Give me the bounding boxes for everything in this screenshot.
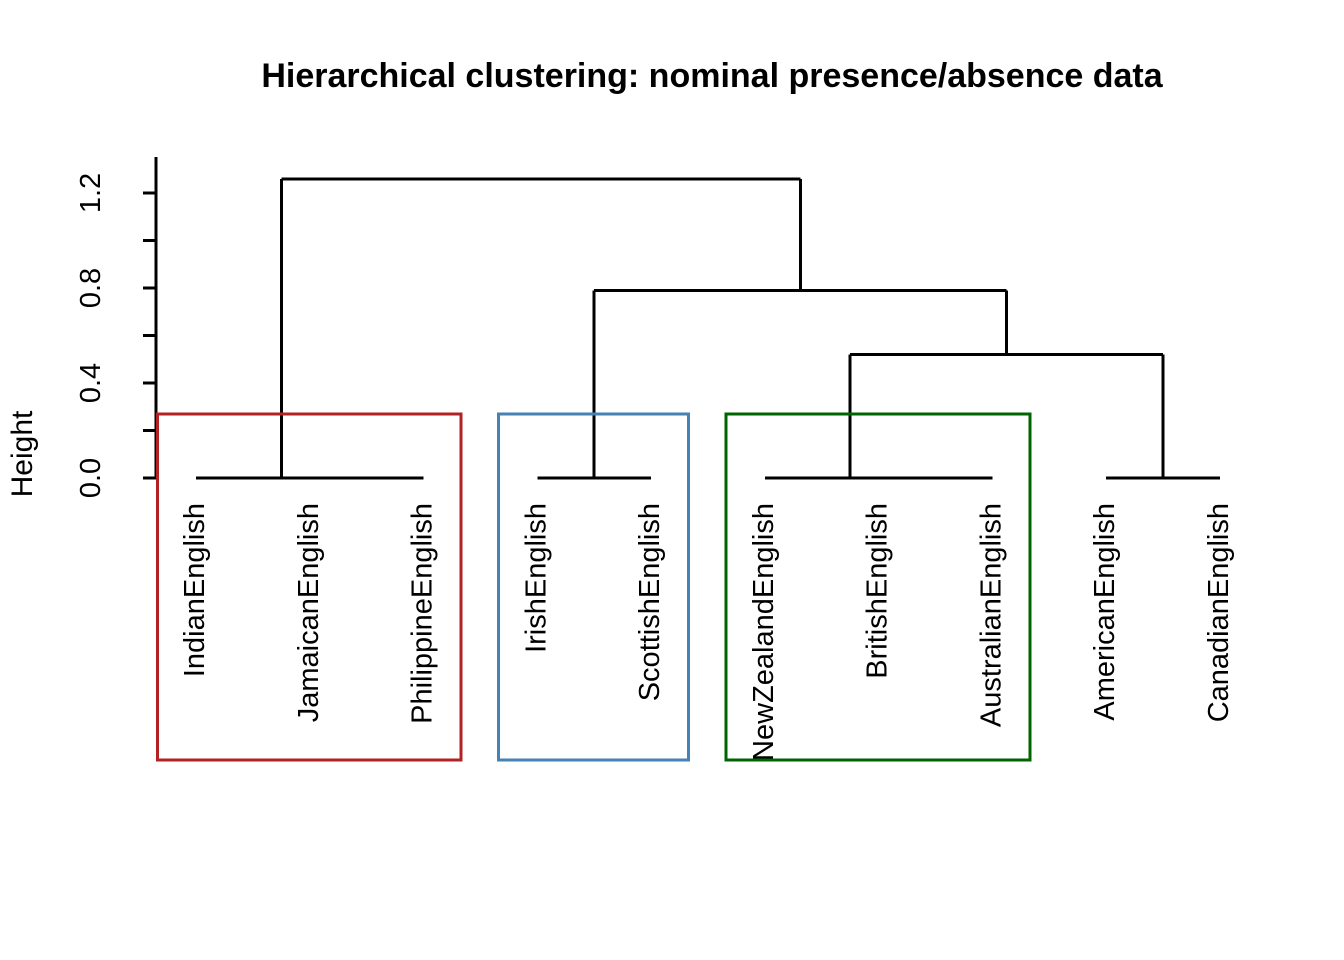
leaf-label: AustralianEnglish: [975, 503, 1007, 727]
chart-title: Hierarchical clustering: nominal presenc…: [261, 57, 1163, 95]
leaf-label: ScottishEnglish: [634, 503, 666, 701]
leaf-label: PhilippineEnglish: [407, 503, 439, 724]
leaf-label: CanadianEnglish: [1203, 503, 1235, 722]
cluster-box: [497, 412, 691, 762]
y-tick-label: 1.2: [75, 173, 107, 213]
cluster-box: [155, 412, 463, 762]
leaf-label: AmericanEnglish: [1089, 503, 1121, 721]
leaf-label: IrishEnglish: [520, 503, 552, 653]
y-tick-label: 0.8: [75, 268, 107, 308]
leaf-label: JamaicanEnglish: [293, 503, 325, 722]
y-tick-label: 0.4: [75, 363, 107, 403]
y-tick-label: 0.0: [75, 458, 107, 498]
cluster-box: [724, 412, 1032, 762]
leaf-label: IndianEnglish: [179, 503, 211, 677]
leaf-label: BritishEnglish: [862, 503, 894, 679]
leaf-label: NewZealandEnglish: [748, 503, 780, 761]
